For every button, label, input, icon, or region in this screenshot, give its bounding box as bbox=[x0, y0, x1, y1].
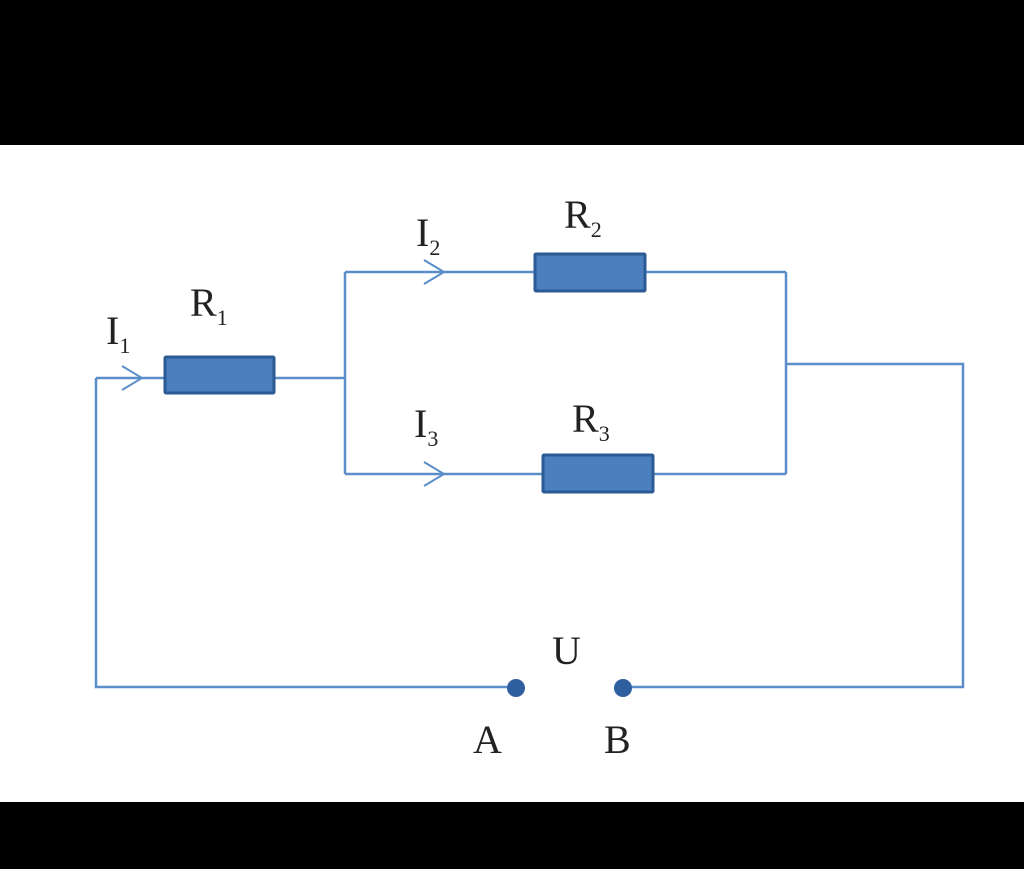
current-arrows bbox=[121, 259, 446, 487]
label-i1: I1 bbox=[106, 308, 130, 358]
resistor-r3 bbox=[541, 453, 655, 494]
resistors bbox=[163, 252, 655, 494]
resistor-r2 bbox=[533, 252, 647, 293]
label-i2: I2 bbox=[416, 210, 440, 260]
arrow-i1 bbox=[121, 365, 144, 391]
label-terminal-b: B bbox=[604, 717, 631, 762]
label-r3: R3 bbox=[572, 396, 610, 446]
terminal-a-dot bbox=[507, 679, 525, 697]
terminal-b-dot bbox=[614, 679, 632, 697]
wire-left-loop bbox=[94, 378, 512, 689]
label-r2: R2 bbox=[564, 192, 602, 242]
resistor-r1 bbox=[163, 355, 276, 395]
wire-right-loop bbox=[624, 362, 965, 689]
labels: I1 R1 I2 R2 I3 R3 U A B bbox=[106, 192, 631, 762]
label-terminal-a: A bbox=[473, 717, 502, 762]
wires bbox=[94, 270, 965, 689]
arrow-i2 bbox=[423, 259, 446, 285]
label-i3: I3 bbox=[414, 401, 438, 451]
terminals bbox=[507, 679, 632, 697]
label-r1: R1 bbox=[190, 280, 228, 330]
label-voltage: U bbox=[552, 628, 581, 673]
arrow-i3 bbox=[423, 461, 446, 487]
